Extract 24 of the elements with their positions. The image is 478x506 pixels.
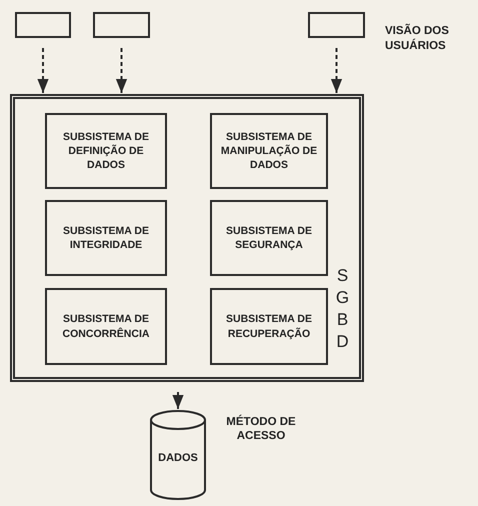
- dashed-arrow: [172, 392, 184, 409]
- subsystem-label: SUBSISTEMA DE CONCORRÊNCIA: [62, 312, 150, 341]
- subsystem-label: SUBSISTEMA DE MANIPULAÇÃO DE DADOS: [220, 130, 318, 172]
- subsystem-box: [210, 288, 328, 365]
- system-label: SGBD: [334, 264, 350, 353]
- dashed-arrow: [330, 48, 342, 93]
- subsystem-label: SUBSISTEMA DE DEFINIÇÃO DE DADOS: [62, 130, 150, 172]
- edge-label: MÉTODO DE ACESSO: [225, 415, 297, 444]
- subsystem-label: SUBSISTEMA DE RECUPERAÇÃO: [225, 312, 313, 341]
- user-view-box: [15, 12, 71, 38]
- subsystem-box: [45, 113, 167, 189]
- annotation-label: VISÃO DOS USUÁRIOS: [385, 24, 450, 54]
- subsystem-box: [210, 113, 328, 189]
- dashed-arrow: [37, 48, 49, 93]
- subsystem-box: [45, 200, 167, 276]
- system-frame: [10, 94, 364, 382]
- subsystem-label: SUBSISTEMA DE INTEGRIDADE: [62, 224, 150, 252]
- subsystem-label: SUBSISTEMA DE SEGURANÇA: [225, 224, 313, 252]
- user-view-box: [93, 12, 150, 38]
- database-label: DADOS: [158, 452, 198, 464]
- subsystem-box: [210, 200, 328, 276]
- dashed-arrow: [116, 48, 128, 93]
- user-view-box: [308, 12, 365, 38]
- subsystem-box: [45, 288, 167, 365]
